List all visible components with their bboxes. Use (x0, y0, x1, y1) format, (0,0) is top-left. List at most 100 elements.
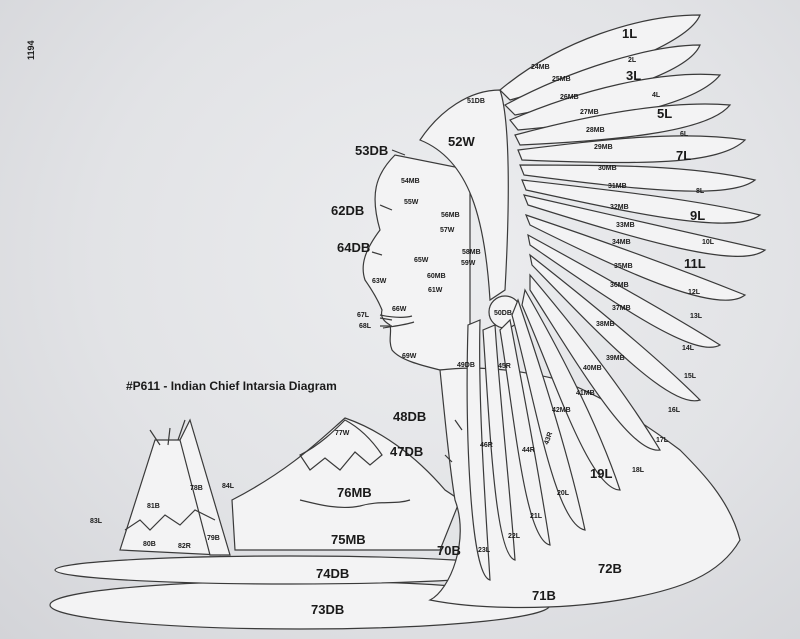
label-15l: 15L (684, 373, 697, 380)
label-74db: 74DB (316, 566, 349, 581)
label-34mb: 34MB (612, 239, 631, 246)
label-80b: 80B (143, 541, 156, 548)
label-25mb: 25MB (552, 76, 571, 83)
label-52w: 52W (448, 134, 475, 149)
label-60mb: 60MB (427, 273, 446, 280)
feather-group (466, 14, 767, 581)
label-82r: 82R (178, 543, 191, 550)
label-42mb: 42MB (552, 407, 571, 414)
label-75mb: 75MB (331, 532, 366, 547)
label-77w: 77W (335, 430, 350, 437)
feather-5l (514, 103, 732, 146)
label-64db: 64DB (337, 240, 370, 255)
label-54mb: 54MB (401, 178, 420, 185)
teepee-right (179, 418, 231, 556)
label-31mb: 31MB (608, 183, 627, 190)
feather-8l (519, 164, 757, 192)
feather-17l (529, 273, 661, 451)
label-4l: 4L (652, 92, 661, 99)
label-33mb: 33MB (616, 222, 635, 229)
label-84l: 84L (222, 483, 235, 490)
label-68l: 68L (359, 323, 372, 330)
label-20l: 20L (557, 490, 570, 497)
label-32mb: 32MB (610, 204, 629, 211)
feather-19l (511, 298, 586, 531)
label-9l: 9L (690, 208, 705, 223)
label-79b: 79B (207, 535, 220, 542)
label-67l: 67L (357, 312, 370, 319)
label-48db: 48DB (393, 409, 426, 424)
label-5l: 5L (657, 106, 672, 121)
label-1l: 1L (622, 26, 637, 41)
feather-14l (527, 233, 722, 348)
mountain-split-line (299, 499, 411, 509)
mountain-shape (231, 417, 461, 551)
label-13l: 13L (690, 313, 703, 320)
label-72b: 72B (598, 561, 622, 576)
label-8l: 8L (696, 188, 705, 195)
feather-18l (521, 288, 621, 491)
label-21l: 21L (530, 513, 543, 520)
label-81b: 81B (147, 503, 160, 510)
label-40mb: 40MB (583, 365, 602, 372)
label-63w: 63W (372, 278, 387, 285)
feather-7l (517, 135, 747, 164)
label-39mb: 39MB (606, 355, 625, 362)
label-50db: 50DB (494, 310, 512, 317)
label-16l: 16L (668, 407, 681, 414)
label-71b: 71B (532, 588, 556, 603)
label-69w: 69W (402, 353, 417, 360)
label-58mb: 58MB (462, 249, 481, 256)
label-23l: 23L (478, 547, 491, 554)
label-44r: 44R (522, 447, 535, 454)
label-6l: 6L (680, 131, 689, 138)
label-83l: 83L (90, 518, 103, 525)
headband (419, 89, 509, 302)
label-55w: 55W (404, 199, 419, 206)
corner-mark: 1194 (26, 40, 36, 60)
label-7l: 7L (676, 148, 691, 163)
label-18l: 18L (632, 467, 645, 474)
feather-20l (499, 318, 551, 546)
label-14l: 14L (682, 345, 695, 352)
label-73db: 73DB (311, 602, 344, 617)
label-30mb: 30MB (598, 165, 617, 172)
label-3l: 3L (626, 68, 641, 83)
feather-16l (529, 253, 702, 402)
label-49db: 49DB (457, 362, 475, 369)
label-12l: 12L (688, 289, 701, 296)
teepee-poles (149, 419, 186, 446)
label-36mb: 36MB (610, 282, 629, 289)
feather-9l (521, 179, 762, 224)
mouth-line (379, 314, 413, 318)
label-70b: 70B (437, 543, 461, 558)
label-27mb: 27MB (580, 109, 599, 116)
label-17l: 17L (656, 437, 669, 444)
label-24mb: 24MB (531, 64, 550, 71)
label-62db: 62DB (331, 203, 364, 218)
label-61w: 61W (428, 287, 443, 294)
lower-lip-line (382, 321, 415, 329)
label-45r: 45R (498, 363, 511, 370)
label-53db: 53DB (355, 143, 388, 158)
label-38mb: 38MB (596, 321, 615, 328)
label-22l: 22L (508, 533, 521, 540)
label-56mb: 56MB (441, 212, 460, 219)
label-11l: 11L (684, 256, 706, 271)
teepee-zigzag (124, 509, 216, 531)
label-28mb: 28MB (586, 127, 605, 134)
label-57w: 57W (440, 227, 455, 234)
label-46r: 46R (480, 442, 493, 449)
label-76mb: 76MB (337, 485, 372, 500)
label-2l: 2L (628, 57, 637, 64)
label-19l: 19L (590, 466, 612, 481)
feather-12l (524, 214, 747, 301)
diagram-title: #P611 - Indian Chief Intarsia Diagram (126, 379, 337, 393)
label-26mb: 26MB (560, 94, 579, 101)
label-35mb: 35MB (614, 263, 633, 270)
label-78b: 78B (190, 485, 203, 492)
label-47db: 47DB (390, 444, 423, 459)
leader-lines (371, 149, 463, 463)
feather-21l (482, 324, 516, 561)
label-65w: 65W (414, 257, 429, 264)
